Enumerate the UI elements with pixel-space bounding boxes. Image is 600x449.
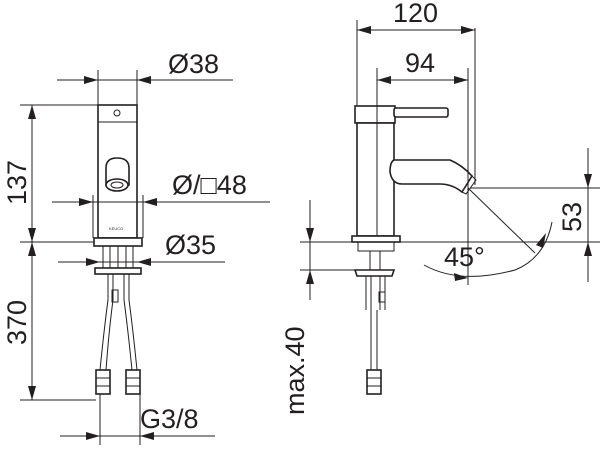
dim-lever-reach: 94 [376, 48, 469, 285]
hose-fitting-right [125, 369, 141, 395]
svg-text:G3/8: G3/8 [140, 404, 199, 434]
dim-aerator: Ø/□48 [52, 170, 270, 238]
dim-top-diameter: Ø38 [57, 49, 233, 105]
side-hose-fitting [366, 369, 382, 395]
front-base [93, 237, 143, 247]
mounting-nut [353, 269, 396, 277]
svg-text:Ø38: Ø38 [168, 49, 219, 79]
lever-front [105, 157, 130, 186]
hose-fitting-left [95, 369, 111, 395]
dim-thread: G3/8 [60, 394, 215, 445]
side-cap [354, 105, 396, 124]
side-base [351, 235, 401, 243]
dim-width-total: 120 [356, 0, 476, 185]
brand-mark: KEUCO [109, 226, 123, 231]
side-body [356, 122, 395, 237]
svg-text:370: 370 [2, 300, 32, 345]
svg-text:53: 53 [557, 202, 587, 232]
side-view [351, 105, 477, 395]
dim-angle: 45° [423, 187, 553, 281]
dim-base-diameter: Ø35 [58, 230, 225, 266]
aerator [105, 178, 129, 192]
svg-text:120: 120 [393, 0, 438, 28]
svg-text:Ø35: Ø35 [165, 230, 216, 260]
svg-text:94: 94 [405, 48, 435, 78]
hole-icon [113, 109, 121, 117]
side-lever [393, 107, 449, 118]
front-view: KEUCO [93, 104, 143, 395]
dim-spout-height: 53 [300, 148, 600, 282]
spout [389, 159, 473, 194]
dim-hose-length: 370 [2, 242, 96, 401]
svg-text:max.40: max.40 [280, 326, 310, 415]
svg-text:45°: 45° [444, 242, 485, 272]
svg-text:137: 137 [2, 160, 32, 205]
dim-max-thickness: max.40 [280, 200, 355, 415]
svg-text:Ø/□48: Ø/□48 [172, 170, 247, 200]
